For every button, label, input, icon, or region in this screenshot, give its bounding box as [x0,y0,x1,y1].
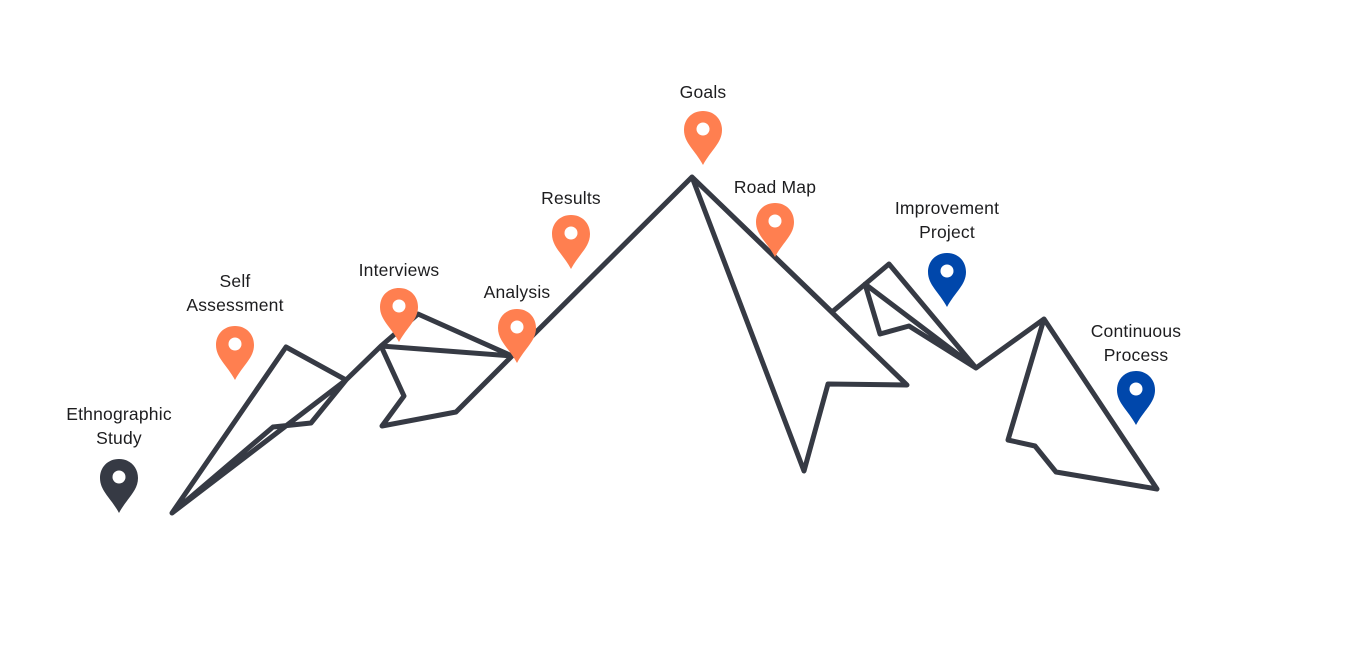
milestone-label-analysis: Analysis [417,280,617,304]
map-pin-icon [497,308,537,364]
milestone-label-interviews: Interviews [299,258,499,282]
milestone-label-goals: Goals [603,80,803,104]
milestone-label-line: Improvement [894,198,1000,218]
map-pin-icon [927,252,967,308]
milestone-label-line: Process [1103,345,1169,365]
map-pin-icon [215,325,255,381]
milestone-label-line: Analysis [483,282,551,302]
milestone-label-line: Self [219,271,251,291]
map-pin-icon [99,458,139,514]
map-pin-icon [379,287,419,343]
milestone-label-line: Interviews [358,260,440,280]
milestone-label-line: Results [541,188,601,208]
milestone-label-road-map: Road Map [675,175,875,199]
milestone-label-line: Project [919,222,975,242]
milestone-label-line: Continuous [1090,321,1182,341]
mountain-path [169,174,1160,516]
milestone-label-line: Road Map [733,177,817,197]
milestone-label-line: Ethnographic [66,404,172,424]
milestone-label-results: Results [471,186,671,210]
map-pin-icon [683,110,723,166]
milestone-label-line: Assessment [186,295,284,315]
map-pin-icon [755,202,795,258]
milestone-label-line: Goals [679,82,727,102]
milestone-label-line: Study [96,428,142,448]
map-pin-icon [551,214,591,270]
map-pin-icon [1116,370,1156,426]
